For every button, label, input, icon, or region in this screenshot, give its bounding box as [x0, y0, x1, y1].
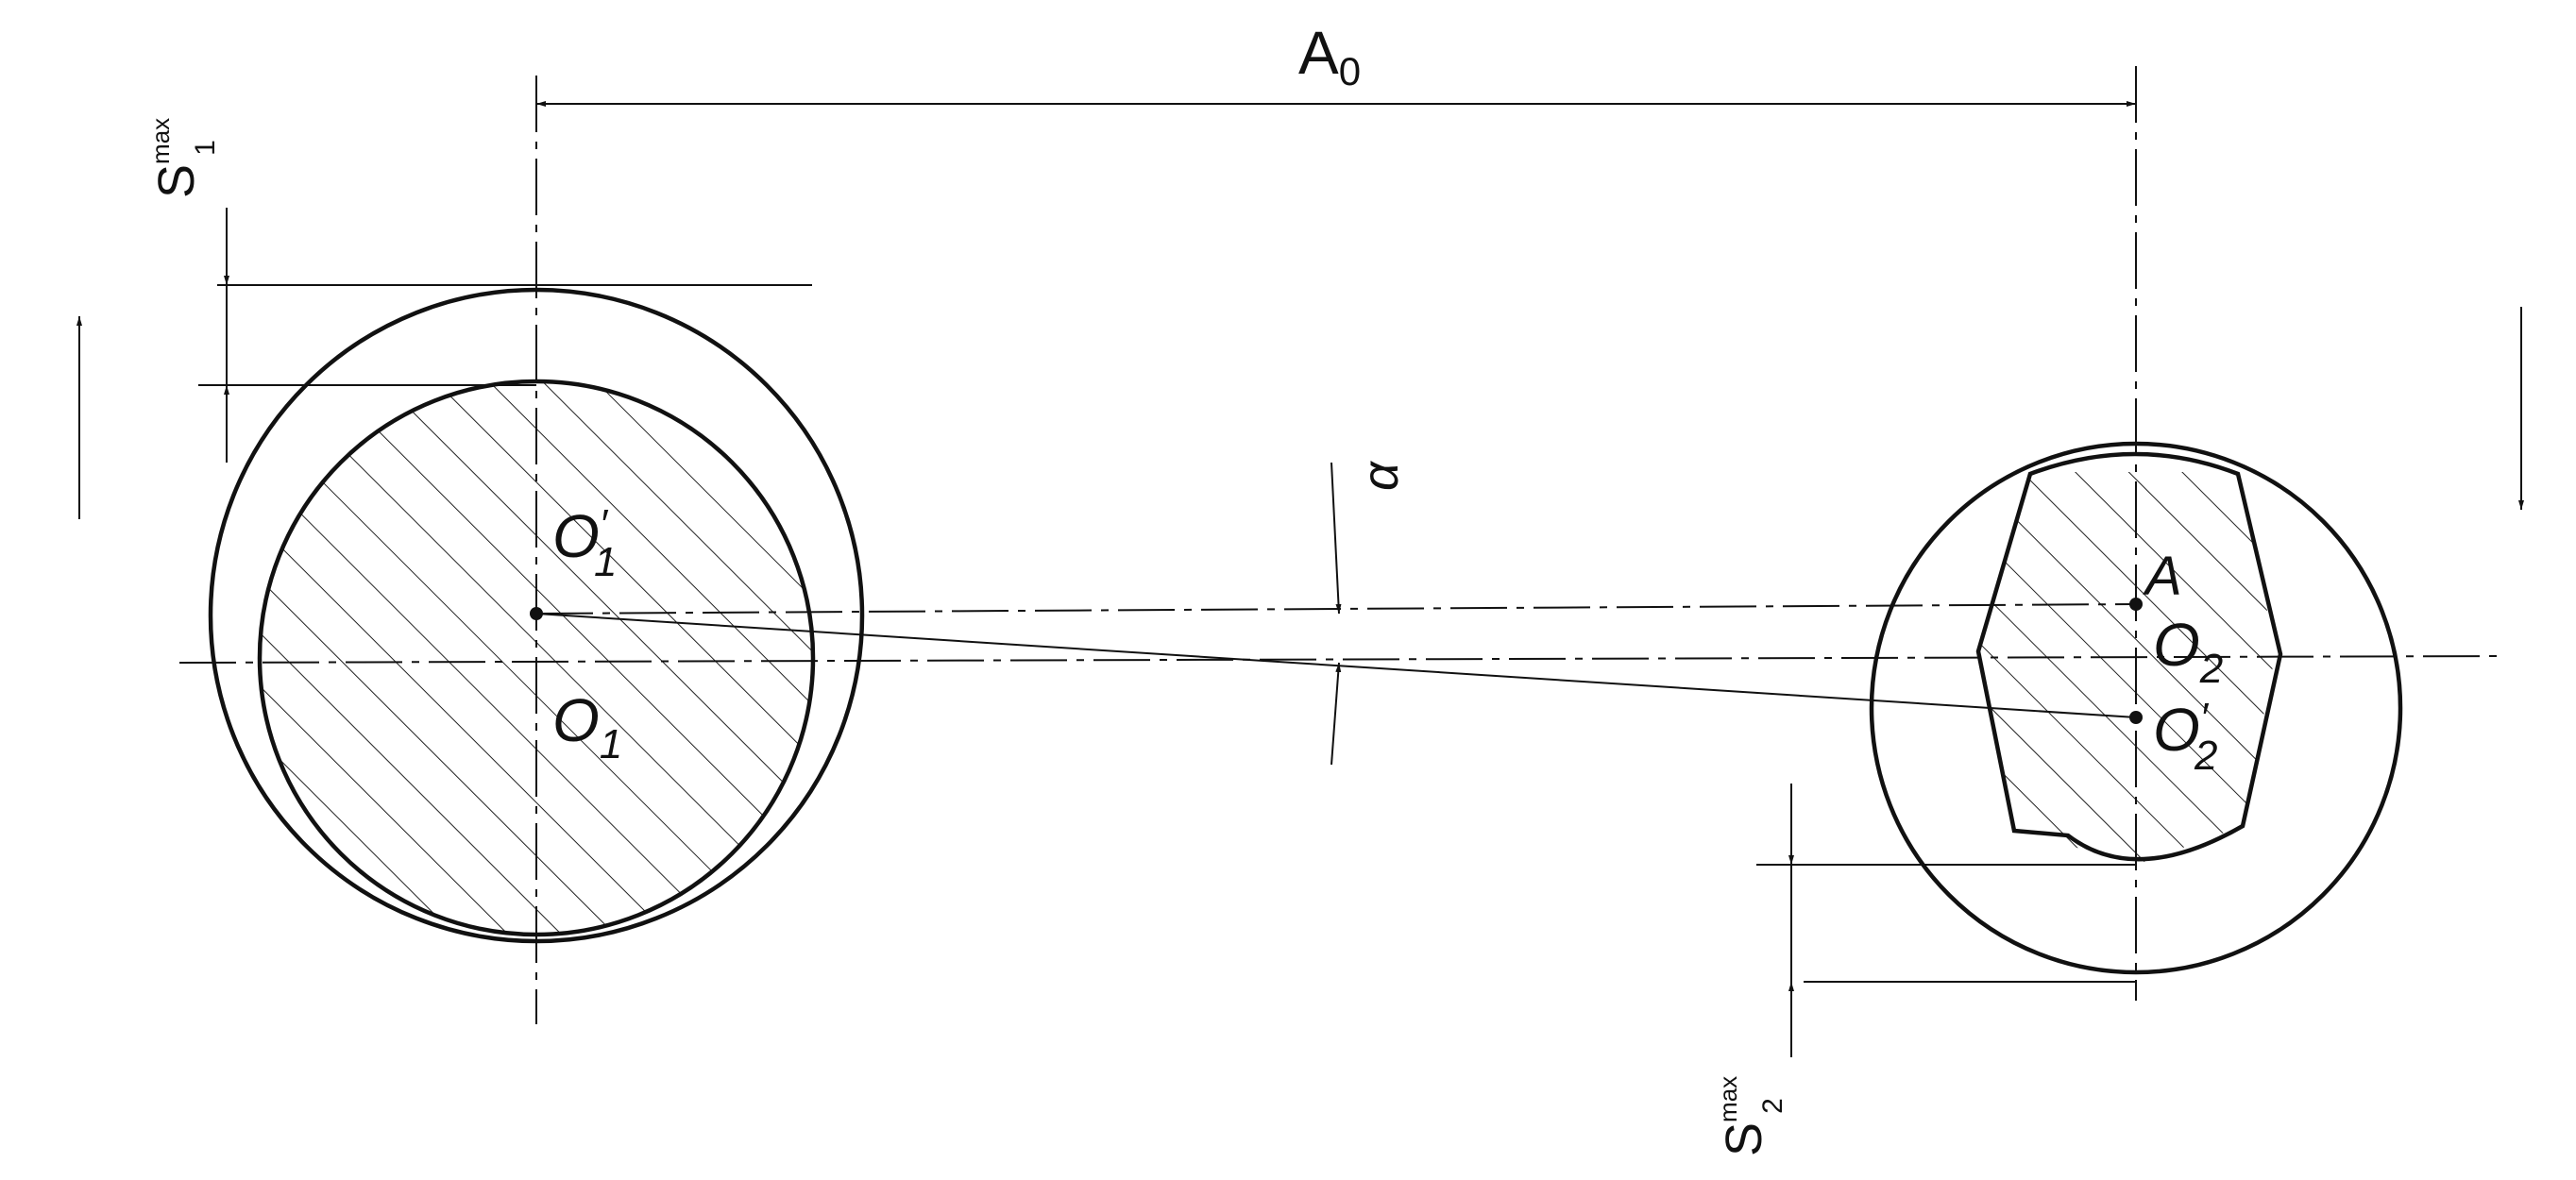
angle-dimension: α — [1330, 460, 1409, 766]
angle-label: α — [1352, 460, 1409, 491]
center-distance-dimension: A0 — [536, 19, 2136, 107]
right-shifted-center-label: O′2 — [2153, 695, 2218, 779]
right-center-label: O2 — [2153, 611, 2223, 692]
left-assembly — [208, 76, 865, 1024]
left-shifted-center-label: O′1 — [552, 501, 618, 585]
point-a-label: A — [2143, 546, 2182, 607]
left-center-label: O1 — [552, 686, 622, 767]
left-shifted-center-dot — [530, 607, 543, 620]
right-assembly — [1869, 66, 2403, 1001]
right-shaft-outline — [1975, 451, 2283, 862]
horizontal-centerline — [178, 655, 2503, 664]
right-shifted-center-dot — [2129, 711, 2143, 724]
center-distance-label: A0 — [1298, 19, 1361, 93]
right-point-a-dot — [2129, 598, 2143, 611]
